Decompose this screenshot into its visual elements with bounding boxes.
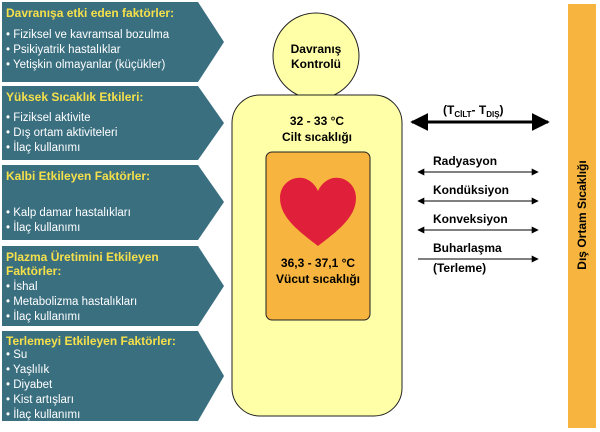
panel-title: Kalbi Etkileyen Faktörler: <box>6 169 150 183</box>
panel-title: Terlemeyi Etkileyen Faktörler: <box>6 334 176 348</box>
panel-title: Faktörler: <box>6 264 61 278</box>
panel-title: Plazma Üretimini Etkileyen <box>6 249 159 264</box>
panel-item: • Metabolizma hastalıkları <box>6 296 137 308</box>
head-circle <box>272 12 360 100</box>
panel-item: • Fiziksel aktivite <box>6 112 91 124</box>
head-label-line2: Kontrolü <box>291 57 341 71</box>
mechanism-conduction: Kondüksiyon <box>433 183 509 197</box>
mechanism-evaporation-sub: (Terleme) <box>433 261 486 275</box>
panel-item: • Dış ortam aktiviteleri <box>6 127 117 139</box>
factor-panel-high-temperature: Yüksek Sıcaklık Etkileri: • Fiziksel akt… <box>2 86 224 160</box>
panel-item: • Fiziksel ve kavramsal bozulma <box>6 29 170 41</box>
panel-item: • Kalp damar hastalıkları <box>6 207 131 219</box>
temperature-gradient-label: (TCİLT- TDIŞ) <box>443 103 504 119</box>
panel-title: Davranışa etki eden faktörler: <box>6 6 174 20</box>
panel-title: Yüksek Sıcaklık Etkileri: <box>6 90 143 104</box>
factor-panel-sweating: Terlemeyi Etkileyen Faktörler: • Su • Ya… <box>2 331 224 421</box>
outside-temperature-label: Dış Ortam Sıcaklığı <box>575 160 589 269</box>
skin-temperature: 32 - 33 °C <box>290 114 344 128</box>
panel-item: • Su <box>6 349 27 361</box>
panel-item: • İshal <box>6 280 38 293</box>
mechanism-radiation: Radyasyon <box>433 154 497 168</box>
factor-panel-heart: Kalbi Etkileyen Faktörler: • Kalp damar … <box>2 165 224 240</box>
panel-item: • Kist artışları <box>6 394 74 406</box>
panel-item: • Psikiyatrik hastalıklar <box>6 44 121 56</box>
panel-item: • Yetişkin olmayanlar (küçükler) <box>6 59 166 71</box>
factor-panel-plasma: Plazma Üretimini Etkileyen Faktörler: • … <box>2 246 224 326</box>
core-temperature: 36,3 - 37,1 °C <box>281 256 356 270</box>
skin-temperature-label: Cilt sıcaklığı <box>282 130 352 144</box>
factor-panel-behavior: Davranışa etki eden faktörler: • Fizikse… <box>2 2 224 82</box>
panel-item: • Diyabet <box>6 379 53 391</box>
panel-item: • İlaç kullanımı <box>6 310 80 323</box>
panel-item: • İlaç kullanımı <box>6 221 80 234</box>
panel-item: • Yaşlılık <box>6 364 49 376</box>
panel-item: • İlaç kullanımı <box>6 408 80 421</box>
head-label-line1: Davranış <box>291 42 342 56</box>
outside-temperature-bar <box>568 4 596 428</box>
panel-item: • İlaç kullanımı <box>6 141 80 154</box>
mechanism-convection: Konveksiyon <box>433 212 508 226</box>
mechanism-evaporation: Buharlaşma <box>433 241 502 255</box>
heart-icon <box>280 177 356 246</box>
core-temperature-label: Vücut sıcaklığı <box>276 272 360 286</box>
